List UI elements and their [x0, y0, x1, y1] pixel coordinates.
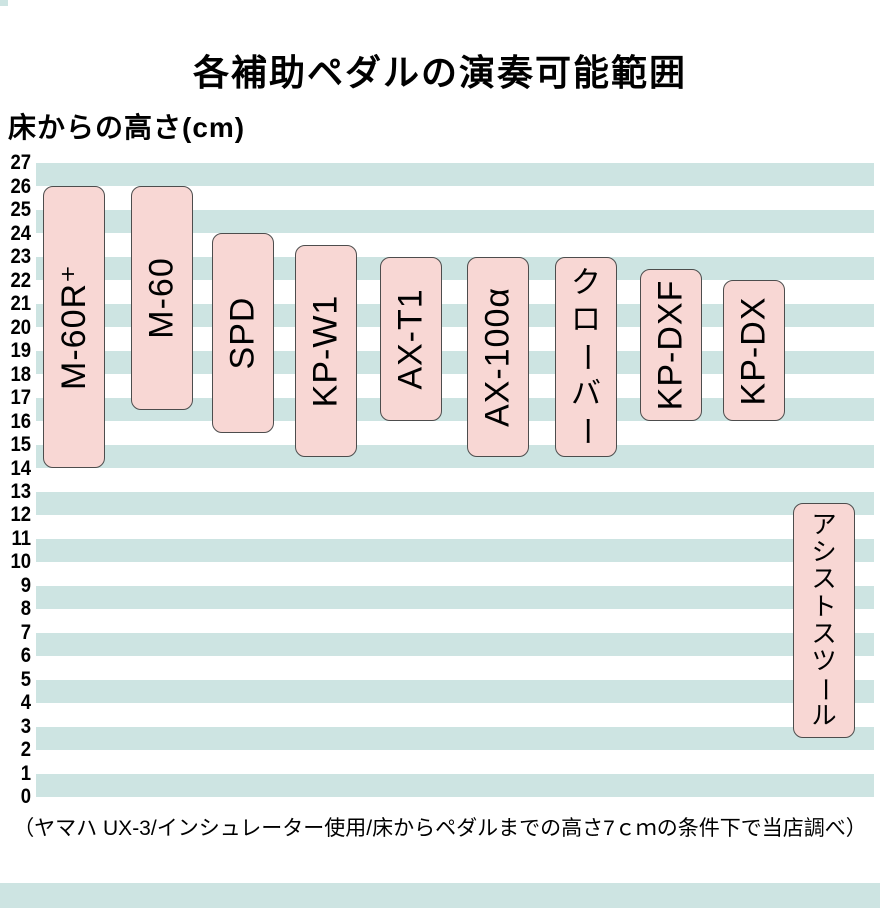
y-tick-label: 16: [10, 409, 32, 433]
range-bar: M-60: [131, 186, 193, 410]
bar-label: M-60: [142, 257, 181, 339]
y-tick-label: 19: [10, 339, 32, 363]
y-tick-label: 13: [10, 480, 32, 503]
y-tick-label: 2: [20, 738, 31, 762]
bar-label: KP-W1: [306, 294, 345, 408]
y-tick-label: 4: [20, 691, 31, 715]
y-tick-label: 24: [10, 221, 32, 245]
bar-label: SPD: [223, 296, 262, 370]
chart-title: 各補助ペダルの演奏可能範囲: [192, 52, 687, 93]
y-axis-title: 床からの高さ(cm): [8, 112, 246, 143]
background-stripe: [36, 585, 874, 610]
bar-label-char: バ: [571, 377, 601, 411]
corner-decoration: [0, 0, 8, 6]
y-tick-label: 18: [10, 362, 32, 386]
range-bar: AX-T1: [380, 256, 442, 422]
bar-label-char: ー: [569, 415, 603, 446]
bar-label: アシストスツール: [810, 510, 839, 730]
bottom-decoration-bar: [0, 883, 880, 908]
background-stripe: [36, 491, 874, 516]
range-bar: KP-DX: [723, 280, 785, 422]
y-tick-label: 26: [10, 174, 32, 198]
range-bar: AX-100α: [467, 256, 529, 457]
bar-label-char: ー: [569, 341, 603, 372]
background-stripe: [36, 726, 874, 751]
y-tick-label: 25: [10, 198, 32, 222]
background-stripe: [36, 163, 874, 187]
range-bar: KP-DXF: [640, 268, 702, 422]
bar-label: KP-DXF: [651, 279, 690, 411]
y-tick-label: 22: [10, 268, 32, 292]
bar-label-char: ル: [811, 701, 837, 730]
range-bar: アシストスツール: [793, 503, 855, 739]
y-tick-label: 9: [20, 573, 31, 597]
y-tick-label: 7: [20, 620, 31, 644]
y-tick-label: 23: [10, 245, 32, 269]
y-tick-label: 15: [10, 433, 32, 457]
background-stripe: [36, 773, 874, 797]
y-tick-label: 6: [20, 644, 31, 668]
y-tick-label: 14: [10, 456, 32, 480]
bar-label: クローバー: [570, 264, 603, 449]
y-tick-label: 12: [10, 503, 32, 527]
bar-label-char: ー: [810, 676, 839, 702]
y-tick-label: 3: [20, 714, 31, 738]
y-tick-label: 8: [20, 597, 31, 621]
bar-label: AX-T1: [391, 288, 430, 390]
background-stripe: [36, 444, 874, 469]
bar-label-char: ロ: [571, 303, 601, 337]
y-tick-label: 11: [11, 526, 31, 550]
bar-label: AX-100α: [478, 286, 517, 427]
bar-label: KP-DX: [734, 296, 773, 406]
bar-label-char: ク: [571, 266, 601, 300]
footnote: （ヤマハ UX-3/インシュレーター使用/床からペダルまでの高さ7ｃｍの条件下で…: [13, 817, 867, 840]
range-bar: クローバー: [555, 256, 617, 457]
bar-label-char: シ: [811, 537, 837, 566]
bar-label-char: ア: [811, 510, 837, 539]
bar-label: M-60R⁺: [55, 264, 93, 391]
y-tick-label: 10: [10, 550, 32, 574]
bar-label-char: ト: [811, 592, 837, 621]
background-stripe: [36, 632, 874, 657]
background-stripe: [36, 209, 874, 234]
range-bar: SPD: [212, 233, 274, 434]
bar-label-char: ス: [811, 565, 837, 594]
y-tick-label: 21: [10, 292, 32, 316]
y-tick-label: 0: [20, 785, 31, 809]
y-tick-label: 17: [10, 386, 32, 410]
y-tick-label: 5: [20, 667, 31, 691]
y-tick-label: 27: [10, 151, 32, 175]
bar-label-char: ス: [811, 619, 837, 648]
range-bar: M-60R⁺: [43, 186, 105, 469]
bar-label-char: ツ: [811, 647, 837, 676]
background-stripe: [36, 679, 874, 704]
range-bar: KP-W1: [295, 245, 357, 457]
y-tick-label: 1: [20, 761, 31, 785]
y-tick-label: 20: [10, 315, 32, 339]
background-stripe: [36, 538, 874, 563]
